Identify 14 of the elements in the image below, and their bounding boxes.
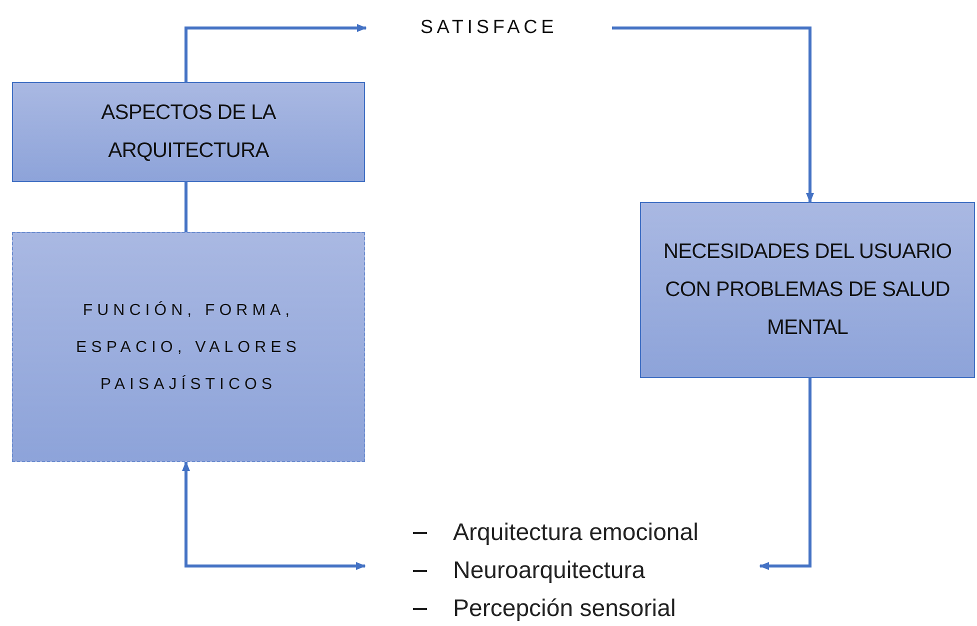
connector-arrow <box>612 26 814 203</box>
list-item: Neuroarquitectura <box>453 556 646 586</box>
node-label: NECESIDADES DEL USUARIO CON PROBLEMAS DE SALUD MENTAL <box>662 239 953 341</box>
node-label: ASPECTOS DE LA ARQUITECTURA <box>100 100 278 164</box>
list-item: Arquitectura emocional <box>453 518 698 548</box>
list-item: Percepción sensorial <box>453 594 676 624</box>
node-label: SATISFACE <box>420 16 558 40</box>
process-box <box>640 202 975 378</box>
connector-arrow <box>182 461 366 570</box>
connector-arrow <box>759 378 812 570</box>
process-box <box>12 82 365 182</box>
connector-arrow <box>184 24 367 82</box>
node-label: FUNCIÓN, FORMA, ESPACIO, VALORES PAISAJÍSTICOS <box>75 300 302 394</box>
dashed-box <box>12 232 365 462</box>
